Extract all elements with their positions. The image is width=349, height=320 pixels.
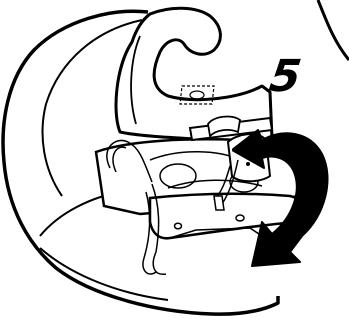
corner-circle-fragment <box>318 0 349 60</box>
pad-label-logo <box>190 91 204 99</box>
step-number: 5 <box>267 54 313 100</box>
rotation-arrow <box>232 130 328 266</box>
flap-hole <box>175 223 182 229</box>
hanging-strap <box>214 196 224 210</box>
curved-arrow-icon <box>232 118 344 274</box>
